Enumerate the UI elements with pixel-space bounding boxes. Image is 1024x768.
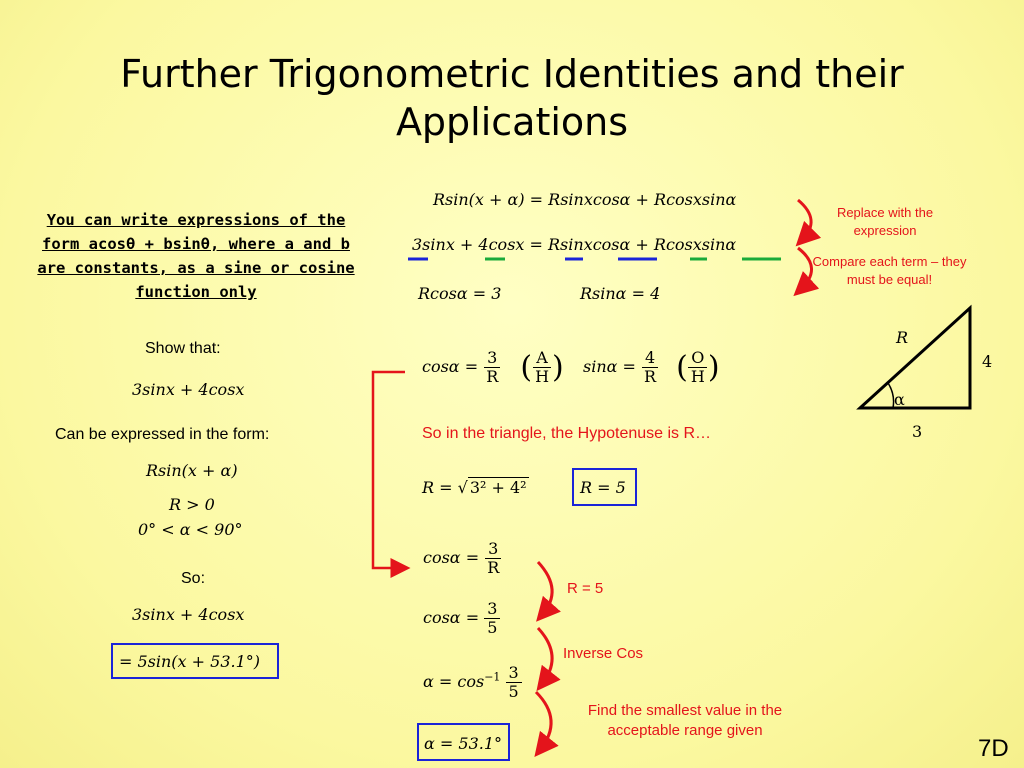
right-triangle xyxy=(856,304,972,410)
triangle-adj-label: 3 xyxy=(912,422,923,441)
sin-ratio-lhs: sinα = xyxy=(583,357,636,376)
expansion-line-1: Rsin(x + α) = Rsinxcosα + Rcosxsinα xyxy=(433,190,737,209)
note-r5: R = 5 xyxy=(567,580,604,597)
sin-hint-denominator: H xyxy=(690,367,705,386)
arrow-step-3 xyxy=(534,690,559,758)
arrow-replace xyxy=(795,198,822,247)
slide-number: 7D xyxy=(978,735,1009,762)
r-calc-radicand: 3² + 4² xyxy=(467,477,529,497)
condition-alpha: 0° < α < 90° xyxy=(138,520,243,539)
step-3-lhs: α = cos xyxy=(423,672,485,691)
rcos-equation: Rcosα = 3 xyxy=(418,284,502,303)
triangle-angle-label: α xyxy=(894,390,905,409)
page-title: Further Trigonometric Identities and the… xyxy=(120,52,904,144)
expansion-line-2: 3sinx + 4cosx = Rsinxcosα + Rcosxsinα xyxy=(412,235,737,254)
alpha-result-box: α = 53.1° xyxy=(417,723,510,761)
r-result: R = 5 xyxy=(580,478,626,497)
final-answer: = 5sin(x + 53.1°) xyxy=(119,652,261,671)
so-label: So: xyxy=(181,570,206,587)
triangle-opp-label: 4 xyxy=(982,352,993,371)
r-calculation: R = √3² + 4² xyxy=(422,477,529,497)
cos-ratio-lhs: cosα = xyxy=(422,357,479,376)
arrow-compare xyxy=(793,246,820,297)
note-replace: Replace with the expression xyxy=(836,205,934,238)
step-3-denominator: 5 xyxy=(508,682,519,701)
sin-ratio-denominator: R xyxy=(644,367,657,386)
note-compare: Compare each term – they must be equal! xyxy=(812,254,967,287)
cos-hint-numerator: A xyxy=(533,349,551,368)
hypotenuse-note: So in the triangle, the Hypotenuse is R… xyxy=(422,425,712,442)
triangle-hyp-label: R xyxy=(896,328,909,347)
answer-box: = 5sin(x + 53.1°) xyxy=(111,643,279,679)
can-be-expressed-label: Can be expressed in the form: xyxy=(55,426,270,443)
step-1-lhs: cosα = xyxy=(423,548,480,567)
step-2-denominator: 5 xyxy=(487,618,498,637)
step-2-lhs: cosα = xyxy=(423,608,480,627)
show-that-label: Show that: xyxy=(145,340,221,357)
step-3-superscript: −1 xyxy=(484,670,501,684)
target-form: Rsin(x + α) xyxy=(146,461,238,480)
note-inverse-cos: Inverse Cos xyxy=(563,645,644,662)
cos-hint-denominator: H xyxy=(535,367,550,386)
r-calc-lhs: R = xyxy=(422,478,458,497)
cos-ratio-numerator: 3 xyxy=(484,349,501,368)
r-result-box: R = 5 xyxy=(572,468,637,506)
cos-ratio-denominator: R xyxy=(486,367,499,386)
step-2-numerator: 3 xyxy=(484,600,501,619)
step-1-denominator: R xyxy=(487,558,500,577)
expression-2: 3sinx + 4cosx xyxy=(132,605,245,624)
arrow-step-1 xyxy=(536,560,561,622)
intro-statement: You can write expressions of the form ac… xyxy=(37,211,355,301)
note-smallest-value: Find the smallest value in the acceptabl… xyxy=(587,702,783,739)
arrow-step-2 xyxy=(536,626,561,692)
expression-1: 3sinx + 4cosx xyxy=(132,380,245,399)
angle-arc xyxy=(887,382,895,409)
alpha-result: α = 53.1° xyxy=(424,734,503,753)
sin-hint-numerator: O xyxy=(688,349,708,368)
step-1-numerator: 3 xyxy=(485,540,502,559)
sin-ratio-numerator: 4 xyxy=(641,349,659,368)
bracket-arrow xyxy=(371,370,411,578)
condition-r: R > 0 xyxy=(169,495,215,514)
step-3-numerator: 3 xyxy=(505,664,522,683)
rsin-equation: Rsinα = 4 xyxy=(580,284,661,303)
